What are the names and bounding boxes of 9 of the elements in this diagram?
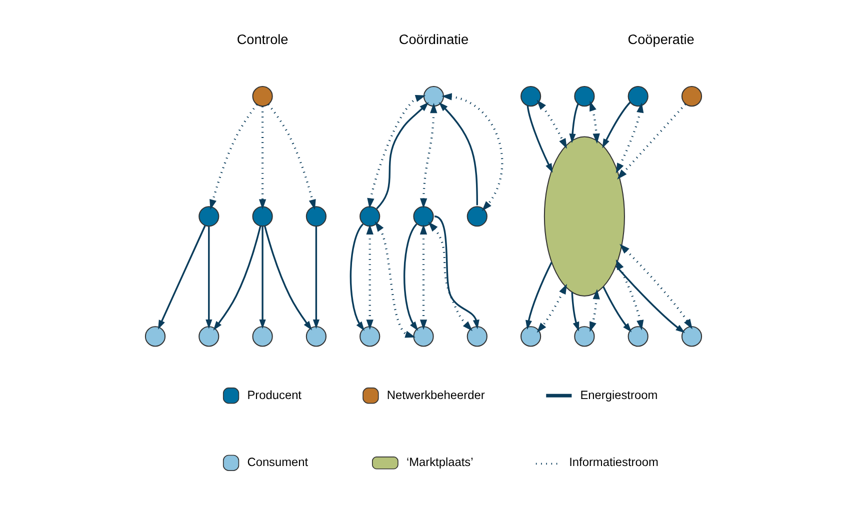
label: Coördinatie: [398, 32, 468, 47]
label: Controle: [236, 32, 288, 47]
legend-label: ‘Marktplaats’: [406, 455, 473, 470]
legend-label: Producent: [246, 388, 302, 402]
label: Coöperatie: [627, 32, 694, 47]
legend-label: Netwerkbeheerder: [386, 388, 484, 402]
legend-label: Energiestroom: [580, 388, 658, 402]
legend-label: Consument: [246, 455, 308, 470]
legend-label: Informatiestroom: [568, 455, 658, 470]
